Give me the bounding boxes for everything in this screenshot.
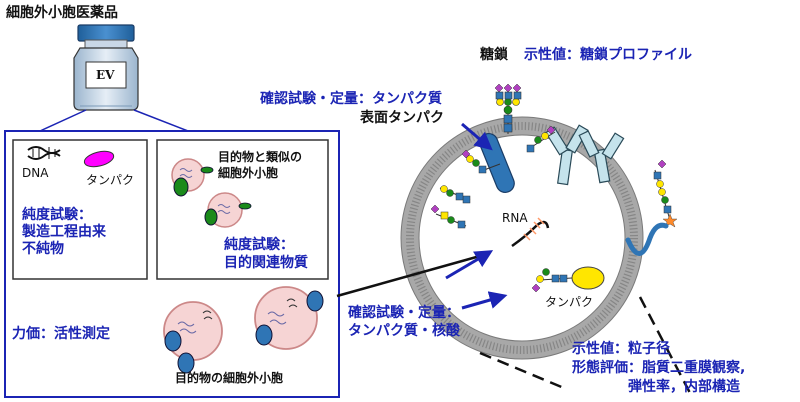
target-ev-label: 目的物の細胞外小胞 — [175, 371, 284, 385]
vial-label: EV — [96, 68, 115, 82]
indicator-line-2: 形態評価：脂質二重膜観察, — [572, 360, 746, 376]
left-panel-frame — [4, 130, 340, 398]
related-box — [156, 139, 329, 280]
protein-shape — [83, 150, 115, 168]
glycan-indicator: 示性値：糖鎖プロファイル — [524, 47, 692, 63]
glycan-inner — [531, 268, 573, 293]
target-ev-1 — [163, 301, 223, 374]
glycan-far-right — [653, 159, 678, 228]
arrow-surface — [461, 122, 493, 151]
target-ev-2 — [254, 286, 324, 350]
similar-ev-2 — [204, 192, 252, 228]
rna-bases — [523, 217, 545, 241]
inner-protein-label: タンパク — [545, 295, 594, 309]
purity-test-line-3: 不純物 — [22, 241, 64, 257]
antibody-2 — [578, 130, 625, 184]
antibody-1 — [545, 124, 589, 186]
confirm-line-1: 確認試験・定量： — [348, 305, 460, 321]
potency-label: 力価：活性測定 — [12, 326, 110, 342]
rna-label: RNA — [502, 211, 528, 225]
arrow-protein — [461, 291, 508, 310]
indicator-line-3: 弾性率，内部構造 — [628, 379, 740, 395]
confirm-line-2: タンパク質・核酸 — [348, 323, 460, 339]
inner-protein-shape — [571, 266, 605, 290]
surface-protein-label: 表面タンパク — [360, 110, 444, 126]
similar-ev-1 — [171, 158, 214, 197]
indicator-line-1: 示性値：粒子径 — [572, 341, 670, 357]
page-title: 細胞外小胞医薬品 — [6, 5, 118, 21]
transmembrane-protein — [625, 222, 669, 256]
related-test-line-2: 目的関連物質 — [224, 255, 308, 271]
arrow-rna — [445, 250, 494, 280]
rna-strand — [511, 220, 550, 248]
dna-label: DNA — [22, 166, 49, 180]
vial-label-box — [85, 61, 127, 89]
glycan-right-chain — [526, 125, 556, 153]
glycan-label: 糖鎖 — [480, 47, 508, 63]
glycan-small-left — [461, 149, 501, 174]
connector-line — [336, 254, 481, 298]
impurity-box — [12, 139, 148, 280]
purity-test-line-1: 純度試験： — [22, 207, 92, 223]
confirm-protein-label: 確認試験・定量：タンパク質 — [260, 91, 442, 107]
vial-cap — [77, 24, 135, 42]
protein-label: タンパク — [86, 173, 135, 187]
similar-label-line-1: 目的物と類似の — [218, 150, 303, 164]
similar-label-line-2: 細胞外小胞 — [218, 166, 279, 180]
related-test-line-1: 純度試験： — [224, 237, 294, 253]
glycan-tree — [494, 83, 522, 134]
purity-test-line-2: 製造工程由来 — [22, 224, 106, 240]
dna-icon — [27, 146, 61, 160]
glycan-left — [430, 185, 471, 229]
vial — [73, 24, 139, 111]
